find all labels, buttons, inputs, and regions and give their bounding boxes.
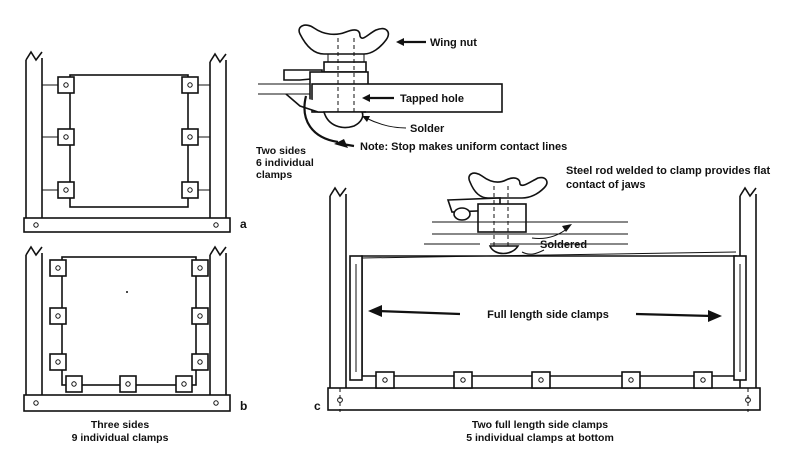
label-soldered: Soldered [540, 239, 587, 251]
panel-a-frame [23, 50, 231, 233]
panel-b-frame [23, 245, 231, 412]
panel-c-caption-line2: 5 individual clamps at bottom [466, 432, 614, 444]
leader-lines-top [334, 38, 426, 148]
label-wing-nut: Wing nut [430, 37, 477, 49]
panel-a-caption-line3: clamps [256, 169, 292, 181]
label-steel-rod-line1: Steel rod welded to clamp provides flat [566, 165, 770, 177]
label-note: Note: Stop makes uniform contact lines [360, 141, 567, 153]
panel-b-caption-line1: Three sides [91, 419, 150, 431]
panel-c-bottom-clamps [375, 371, 713, 389]
panel-a-caption-line2: 6 individual [256, 157, 314, 169]
panel-b-caption-line2: 9 individual clamps [72, 432, 169, 444]
panel-a-caption-line1: Two sides [256, 145, 306, 157]
panel-b-clamps [49, 259, 209, 393]
panel-c-rod-clamp-detail [424, 172, 628, 255]
panel-a-clamps [42, 76, 210, 199]
label-tapped-hole: Tapped hole [400, 93, 464, 105]
label-solder: Solder [410, 123, 445, 135]
label-steel-rod-line2: contact of jaws [566, 179, 645, 191]
panel-c-caption-line1: Two full length side clamps [472, 419, 608, 431]
label-full-length-side-clamps: Full length side clamps [487, 309, 609, 321]
panel-c-frame [327, 186, 761, 412]
panel-b-tag: b [240, 399, 247, 413]
panel-c-tag: c [314, 399, 321, 413]
wing-nut-clamp-detail [258, 24, 503, 144]
panel-a-tag: a [240, 217, 247, 231]
panel-c-arrows [368, 305, 722, 322]
